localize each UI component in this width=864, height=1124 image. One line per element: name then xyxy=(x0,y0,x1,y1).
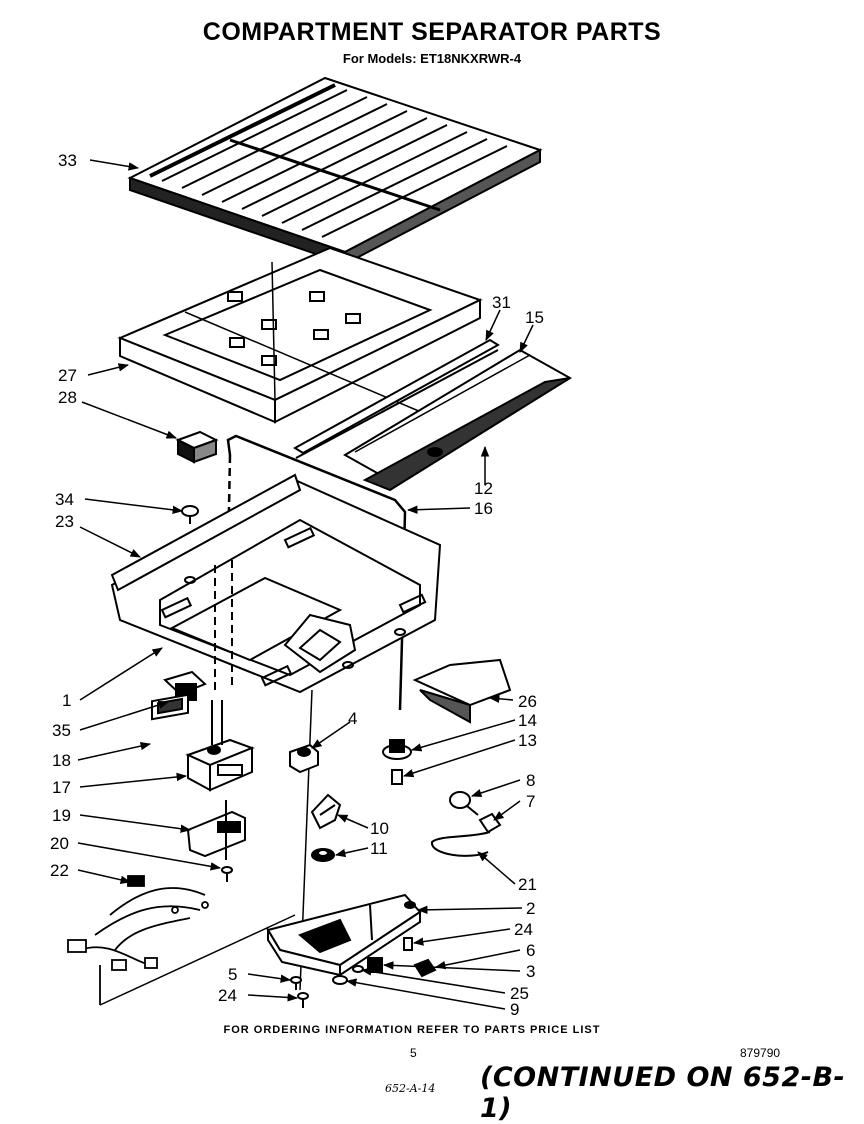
part-label: 3 xyxy=(526,962,535,981)
insulation-block xyxy=(175,430,219,464)
part-label: 24 xyxy=(514,920,533,939)
light-bulb xyxy=(449,791,479,816)
lower-housing xyxy=(266,893,422,977)
page-number: 5 xyxy=(410,1046,417,1060)
continued-note: (CONTINUED ON 652-B-1) xyxy=(480,1062,846,1124)
part-labels: 33 31 15 27 28 12 34 16 23 1 26 35 4 14 … xyxy=(50,151,544,1019)
part-label: 5 xyxy=(228,965,237,984)
part-label: 26 xyxy=(518,692,537,711)
part-label: 6 xyxy=(526,941,535,960)
damper-bracket xyxy=(289,743,319,774)
handwritten-note: 652-A-14 xyxy=(385,1082,436,1095)
part-label: 20 xyxy=(50,834,69,853)
knob-14 xyxy=(382,739,412,760)
switch-3 xyxy=(367,957,383,973)
screw-24-lower xyxy=(297,992,309,1008)
clip-35 xyxy=(163,670,207,701)
page-title: COMPARTMENT SEPARATOR PARTS xyxy=(202,18,662,46)
gasket-18 xyxy=(151,693,189,721)
part-label: 34 xyxy=(55,490,74,509)
separator-pan xyxy=(110,473,442,991)
part-label: 9 xyxy=(510,1000,519,1019)
lamp-wire xyxy=(431,831,491,857)
part-label: 24 xyxy=(218,986,237,1005)
part-label: 4 xyxy=(348,709,357,728)
wiring-harness xyxy=(67,875,296,1006)
part-label: 27 xyxy=(58,366,77,385)
air-baffle xyxy=(412,658,512,724)
part-label: 18 xyxy=(52,751,71,770)
part-label: 8 xyxy=(526,771,535,790)
part-label: 15 xyxy=(525,308,544,327)
separator-tray-frame xyxy=(117,246,483,424)
screw-13 xyxy=(391,769,403,785)
part-label: 1 xyxy=(62,691,71,710)
screw-20 xyxy=(221,866,233,882)
exploded-parts-diagram: 33 31 15 27 28 12 34 16 23 1 26 35 4 14 … xyxy=(50,76,572,1019)
wire-loop xyxy=(226,434,407,711)
part-label: 14 xyxy=(518,711,537,730)
part-label: 19 xyxy=(52,806,71,825)
part-label: 17 xyxy=(52,778,71,797)
leader-lines xyxy=(77,159,534,1010)
control-bracket xyxy=(186,800,246,860)
part-label: 25 xyxy=(510,984,529,1003)
washer-11 xyxy=(311,848,335,862)
lamp-socket xyxy=(478,812,502,834)
part-label: 21 xyxy=(518,875,537,894)
thermostat-10 xyxy=(310,793,342,830)
part-label: 33 xyxy=(58,151,77,170)
part-label: 13 xyxy=(518,731,537,750)
part-label: 31 xyxy=(492,293,511,312)
part-label: 35 xyxy=(52,721,71,740)
part-label: 12 xyxy=(474,479,493,498)
part-label: 10 xyxy=(370,819,389,838)
rail-channel xyxy=(343,348,572,492)
document-code: 879790 xyxy=(740,1046,781,1060)
screw-24-upper xyxy=(403,937,413,951)
part-label: 28 xyxy=(58,388,77,407)
switch-6 xyxy=(413,958,437,978)
control-housing xyxy=(185,700,255,792)
ordering-note: FOR ORDERING INFORMATION REFER TO PARTS … xyxy=(223,1024,601,1036)
part-label: 2 xyxy=(526,899,535,918)
part-label: 7 xyxy=(526,792,535,811)
part-label: 23 xyxy=(55,512,74,531)
clip-9 xyxy=(332,975,348,985)
nut-25 xyxy=(352,965,364,973)
screw-34 xyxy=(181,505,199,524)
model-subtitle: For Models: ET18NKXRWR-4 xyxy=(342,51,522,66)
part-label: 11 xyxy=(370,839,388,858)
part-label: 16 xyxy=(474,499,493,518)
thin-strip xyxy=(293,338,500,459)
part-label: 22 xyxy=(50,861,69,880)
top-grille-panel xyxy=(127,76,543,266)
